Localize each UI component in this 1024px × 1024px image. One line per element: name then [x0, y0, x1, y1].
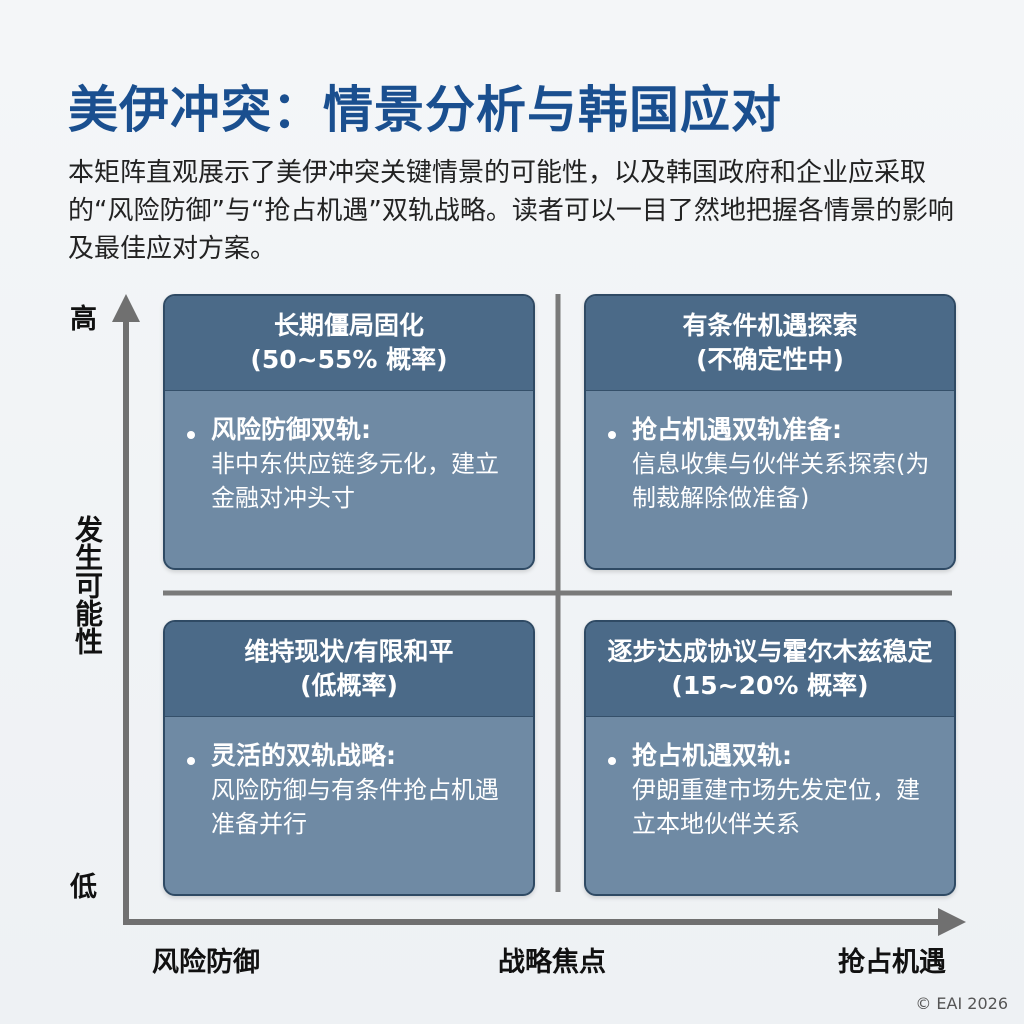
- bullet-text: 信息收集与伙伴关系探索(为制裁解除做准备): [632, 450, 930, 512]
- y-axis-arrow: [112, 294, 140, 322]
- bullet-icon: [608, 431, 616, 439]
- bullet-icon: [608, 757, 616, 765]
- quadrant-subtitle: (低概率): [300, 671, 398, 700]
- quadrant-bottom-right: 逐步达成协议与霍尔木兹稳定 (15~20% 概率) 抢占机遇双轨: 伊朗重建市场…: [584, 620, 956, 896]
- bullet-icon: [187, 431, 195, 439]
- quadrant-title: 有条件机遇探索: [682, 311, 858, 340]
- quadrant-subtitle: (15~20% 概率): [671, 671, 869, 700]
- quadrant-title: 维持现状/有限和平: [244, 637, 454, 666]
- bullet-text: 伊朗重建市场先发定位，建立本地伙伴关系: [632, 776, 920, 838]
- bullet-title: 抢占机遇双轨:: [632, 741, 792, 770]
- y-axis-title: 发生可能性: [71, 515, 104, 655]
- quadrant-body: 灵活的双轨战略: 风险防御与有条件抢占机遇准备并行: [165, 717, 533, 841]
- intro-text: 本矩阵直观展示了美伊冲突关键情景的可能性，以及韩国政府和企业应采取的“风险防御”…: [68, 158, 954, 264]
- quadrant-title: 逐步达成协议与霍尔木兹稳定: [607, 637, 933, 666]
- y-axis-high-label: 高: [70, 304, 97, 335]
- quadrant-title: 长期僵局固化: [273, 311, 424, 340]
- bullet-title: 风险防御双轨:: [211, 415, 371, 444]
- page-title: 美伊冲突：情景分析与韩国应对: [68, 81, 782, 139]
- quadrant-header: 维持现状/有限和平 (低概率): [165, 622, 533, 717]
- quadrant-subtitle: (50~55% 概率): [250, 345, 448, 374]
- x-axis-left-label: 风险防御: [152, 947, 260, 978]
- quadrant-header: 有条件机遇探索 (不确定性中): [586, 296, 954, 391]
- bullet-title: 抢占机遇双轨准备:: [632, 415, 842, 444]
- bullet-title: 灵活的双轨战略:: [211, 741, 396, 770]
- quadrant-body: 抢占机遇双轨: 伊朗重建市场先发定位，建立本地伙伴关系: [586, 717, 954, 841]
- x-axis-center-label: 战略焦点: [498, 947, 606, 978]
- y-axis-low-label: 低: [70, 872, 97, 903]
- quadrant-subtitle: (不确定性中): [696, 345, 844, 374]
- x-axis-arrow: [938, 908, 966, 936]
- bullet-icon: [187, 757, 195, 765]
- copyright-text: © EAI 2026: [915, 994, 1008, 1013]
- quadrant-top-left: 长期僵局固化 (50~55% 概率) 风险防御双轨: 非中东供应链多元化，建立金…: [163, 294, 535, 570]
- bullet-text: 非中东供应链多元化，建立金融对冲头寸: [211, 450, 499, 512]
- bullet-text: 风险防御与有条件抢占机遇准备并行: [211, 776, 499, 838]
- quadrant-bottom-left: 维持现状/有限和平 (低概率) 灵活的双轨战略: 风险防御与有条件抢占机遇准备并…: [163, 620, 535, 896]
- quadrant-header: 长期僵局固化 (50~55% 概率): [165, 296, 533, 391]
- quadrant-body: 风险防御双轨: 非中东供应链多元化，建立金融对冲头寸: [165, 391, 533, 515]
- quadrant-body: 抢占机遇双轨准备: 信息收集与伙伴关系探索(为制裁解除做准备): [586, 391, 954, 515]
- quadrant-top-right: 有条件机遇探索 (不确定性中) 抢占机遇双轨准备: 信息收集与伙伴关系探索(为制…: [584, 294, 956, 570]
- x-axis-right-label: 抢占机遇: [838, 947, 946, 978]
- quadrant-header: 逐步达成协议与霍尔木兹稳定 (15~20% 概率): [586, 622, 954, 717]
